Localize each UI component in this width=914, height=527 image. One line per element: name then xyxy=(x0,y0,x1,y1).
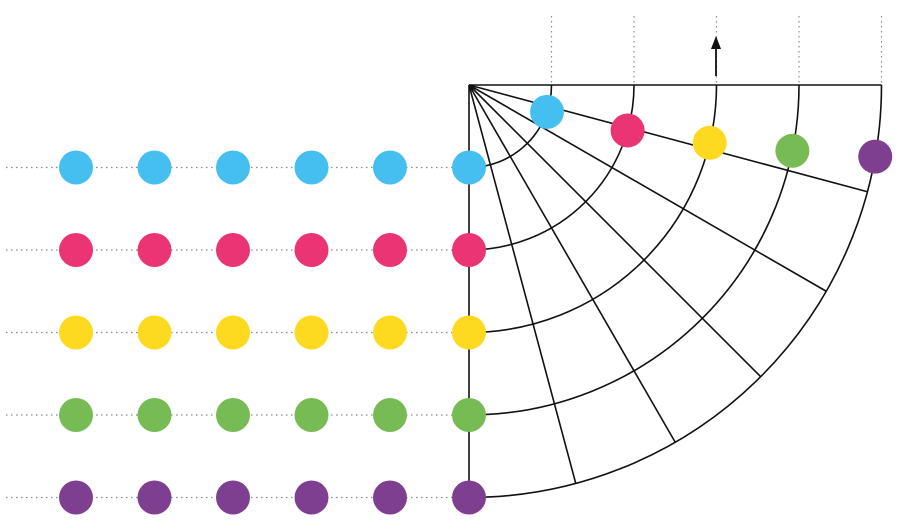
dot-blue-5 xyxy=(373,150,407,185)
dot-purple-1 xyxy=(59,480,93,515)
dot-blue-2 xyxy=(137,150,172,185)
dot-blue-3 xyxy=(216,150,250,185)
dot-yellow-1 xyxy=(59,315,93,350)
arc-dot-green xyxy=(775,133,810,168)
dot-green-2 xyxy=(137,398,172,432)
dot-yellow-5 xyxy=(373,315,407,350)
dot-green-4 xyxy=(294,398,329,432)
spoke-75 xyxy=(468,84,868,193)
dot-pink-6 xyxy=(452,233,486,267)
dot-yellow-6 xyxy=(452,315,486,350)
dot-green-3 xyxy=(216,398,250,432)
dot-grid xyxy=(59,94,893,515)
dot-blue-6 xyxy=(452,150,486,185)
dot-pink-3 xyxy=(216,233,250,267)
spoke-45 xyxy=(468,84,762,378)
dot-green-5 xyxy=(373,398,407,432)
dot-pink-5 xyxy=(373,233,407,267)
dot-yellow-3 xyxy=(216,315,250,350)
spoke-60 xyxy=(468,84,827,292)
spoke-30 xyxy=(468,84,676,443)
dot-yellow-2 xyxy=(137,315,172,350)
arc-dot-purple xyxy=(858,139,893,174)
arc-dot-pink xyxy=(610,113,645,148)
dot-purple-6 xyxy=(452,480,486,515)
arc-dot-blue xyxy=(530,94,565,129)
dot-blue-1 xyxy=(59,150,93,185)
quarter-circle-frame xyxy=(468,84,883,499)
arc-dot-yellow xyxy=(692,125,727,160)
spoke-15 xyxy=(468,84,577,484)
dot-pink-1 xyxy=(59,233,93,267)
dot-pink-2 xyxy=(137,233,172,267)
dot-blue-4 xyxy=(294,150,329,185)
dot-purple-3 xyxy=(216,480,250,515)
dot-purple-2 xyxy=(137,480,172,515)
dot-green-1 xyxy=(59,398,93,432)
dot-yellow-4 xyxy=(294,315,329,350)
up-arrow-icon xyxy=(711,36,721,76)
dot-pink-4 xyxy=(294,233,329,267)
dot-green-6 xyxy=(452,398,486,432)
dot-purple-4 xyxy=(294,480,329,515)
dot-purple-5 xyxy=(373,480,407,515)
